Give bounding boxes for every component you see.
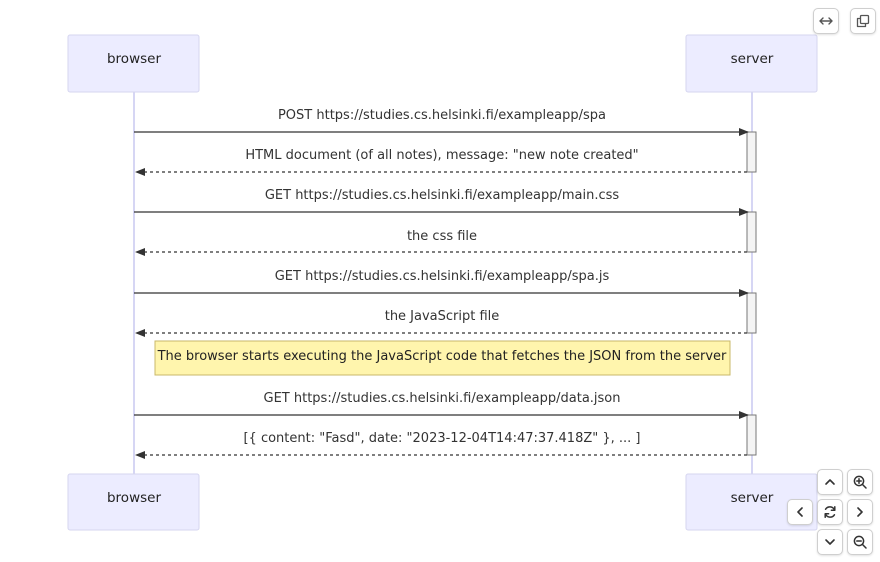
zoom-in-icon bbox=[853, 475, 867, 489]
message-label: the css file bbox=[407, 229, 477, 244]
chevron-down-icon bbox=[825, 539, 835, 545]
message-arrow: GET https://studies.cs.helsinki.fi/examp… bbox=[134, 269, 749, 297]
participant-label: server bbox=[731, 51, 774, 67]
reset-icon bbox=[824, 506, 836, 518]
message-label: GET https://studies.cs.helsinki.fi/examp… bbox=[265, 188, 620, 203]
expand-horizontal-icon bbox=[819, 17, 833, 25]
message-arrow: GET https://studies.cs.helsinki.fi/examp… bbox=[134, 391, 749, 419]
server-activation bbox=[746, 211, 757, 253]
zoom-out-icon bbox=[853, 535, 867, 549]
server-activation bbox=[746, 292, 757, 334]
message-arrow: [{ content: "Fasd", date: "2023-12-04T14… bbox=[135, 431, 747, 459]
message-arrow: the css file bbox=[135, 229, 747, 256]
message-label: [{ content: "Fasd", date: "2023-12-04T14… bbox=[243, 431, 640, 446]
message-arrow: HTML document (of all notes), message: "… bbox=[135, 148, 747, 176]
message-label: GET https://studies.cs.helsinki.fi/examp… bbox=[275, 269, 610, 284]
copy-button[interactable] bbox=[850, 8, 876, 34]
server-activation bbox=[746, 131, 757, 173]
message-label: GET https://studies.cs.helsinki.fi/examp… bbox=[264, 391, 621, 406]
message-label: HTML document (of all notes), message: "… bbox=[245, 148, 638, 163]
message-arrow: GET https://studies.cs.helsinki.fi/examp… bbox=[134, 188, 749, 216]
pan-up-button[interactable] bbox=[817, 469, 843, 495]
chevron-left-icon bbox=[797, 507, 803, 517]
participant-browser-top: browser bbox=[67, 34, 200, 93]
participant-label: browser bbox=[107, 490, 161, 506]
reset-button[interactable] bbox=[817, 499, 843, 525]
server-activation bbox=[746, 414, 757, 456]
participant-server-top: server bbox=[685, 34, 818, 93]
chevron-up-icon bbox=[825, 479, 835, 485]
message-arrow: POST https://studies.cs.helsinki.fi/exam… bbox=[134, 108, 749, 136]
zoom-out-button[interactable] bbox=[847, 529, 873, 555]
zoom-in-button[interactable] bbox=[847, 469, 873, 495]
chevron-right-icon bbox=[857, 507, 863, 517]
copy-icon bbox=[856, 14, 870, 28]
pan-right-button[interactable] bbox=[847, 499, 873, 525]
participant-browser-bottom: browser bbox=[67, 473, 200, 531]
message-label: POST https://studies.cs.helsinki.fi/exam… bbox=[278, 108, 606, 123]
message-arrow: the JavaScript file bbox=[135, 309, 747, 337]
note-text: The browser starts executing the JavaScr… bbox=[157, 349, 727, 364]
pan-left-button[interactable] bbox=[787, 499, 813, 525]
participant-label: server bbox=[731, 490, 774, 506]
message-label: the JavaScript file bbox=[385, 309, 500, 324]
note: The browser starts executing the JavaScr… bbox=[154, 340, 731, 376]
participant-label: browser bbox=[107, 51, 161, 67]
pan-down-button[interactable] bbox=[817, 529, 843, 555]
expand-horizontal-button[interactable] bbox=[813, 8, 839, 34]
